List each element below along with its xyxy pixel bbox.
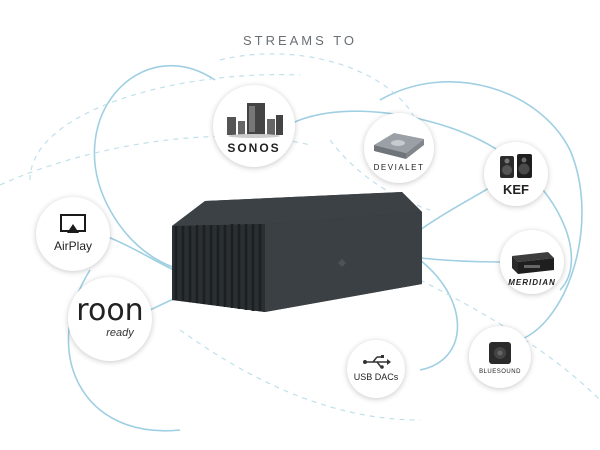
bluesound-label: BLUESOUND xyxy=(479,369,521,375)
airplay-label: AirPlay xyxy=(53,239,92,253)
orbit-solid-2 xyxy=(259,110,573,291)
page-title: STREAMS TO xyxy=(242,33,358,48)
orbit-solid-3 xyxy=(379,80,583,341)
link-meridian xyxy=(419,257,501,263)
speaker-system-icon xyxy=(227,103,283,138)
kef-label: KEF xyxy=(503,182,529,197)
target-bluesound: BLUESOUND xyxy=(469,326,531,388)
usb-label: USB DACs xyxy=(353,372,399,382)
airplay-icon xyxy=(60,214,86,233)
orbit-dashed-5 xyxy=(179,329,421,421)
usb-icon xyxy=(363,355,391,369)
target-airplay: AirPlay xyxy=(36,197,110,271)
wireless-speaker-icon xyxy=(489,342,511,364)
av-receiver-icon xyxy=(512,252,554,274)
devialet-label: DEVIALET xyxy=(373,163,425,172)
target-roon-ready: roon ready xyxy=(68,277,152,361)
target-sonos: SONOS xyxy=(213,85,295,167)
target-devialet: DEVIALET xyxy=(364,113,434,183)
bookshelf-speakers-icon xyxy=(500,154,532,178)
orbit-dashed-2 xyxy=(219,53,421,131)
orbit-solid-4 xyxy=(419,259,459,371)
target-kef: KEF xyxy=(484,142,548,206)
orbit-dashed-6 xyxy=(329,139,431,211)
roon-ready-label: ready xyxy=(106,327,134,339)
streamer-device xyxy=(172,192,422,312)
meridian-label: MERIDIAN xyxy=(508,278,556,287)
target-usb-dacs: USB DACs xyxy=(347,340,405,398)
device-logo-icon xyxy=(338,259,346,267)
target-meridian: MERIDIAN xyxy=(500,230,564,294)
roon-wordmark: roon xyxy=(76,293,144,328)
orbit-dashed-3 xyxy=(29,73,301,181)
sonos-label: SONOS xyxy=(227,141,281,155)
amplifier-icon xyxy=(374,133,424,159)
